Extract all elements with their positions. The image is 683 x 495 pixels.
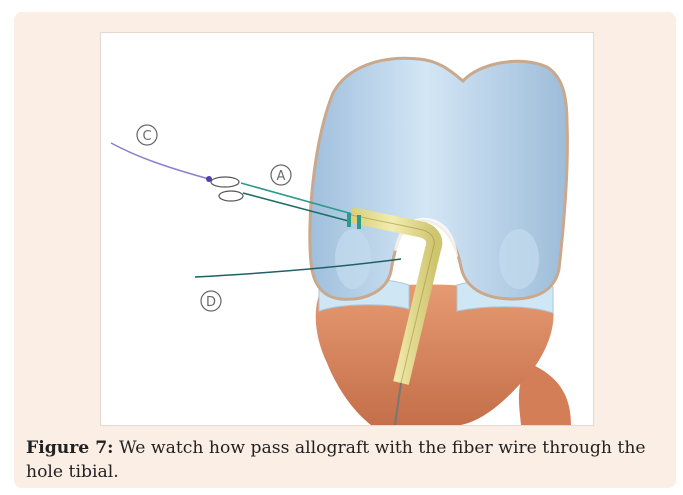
- marker-d: D: [201, 291, 221, 311]
- suture-loop-lower: [219, 191, 243, 201]
- condyle-medial-highlight: [499, 229, 539, 289]
- marker-c: C: [137, 125, 157, 145]
- figure-card: C A D Figure 7: We watch how pass allogr…: [14, 12, 676, 488]
- marker-c-text: C: [142, 129, 151, 144]
- graft-band-1: [347, 213, 351, 227]
- marker-a-text: A: [277, 169, 286, 184]
- knee-anatomy-drawing: C A D: [101, 33, 593, 425]
- knee-illustration: C A D: [100, 32, 594, 426]
- marker-d-text: D: [206, 295, 216, 310]
- figure-caption: Figure 7: We watch how pass allograft wi…: [26, 436, 666, 484]
- fiber-wire: [111, 143, 209, 179]
- graft-band-2: [357, 215, 361, 229]
- marker-a: A: [271, 165, 291, 185]
- figure-label: Figure 7:: [26, 438, 114, 458]
- figure-caption-text: We watch how pass allograft with the fib…: [26, 438, 646, 482]
- suture-loop-upper: [211, 177, 239, 187]
- condyle-lateral-highlight: [335, 229, 371, 289]
